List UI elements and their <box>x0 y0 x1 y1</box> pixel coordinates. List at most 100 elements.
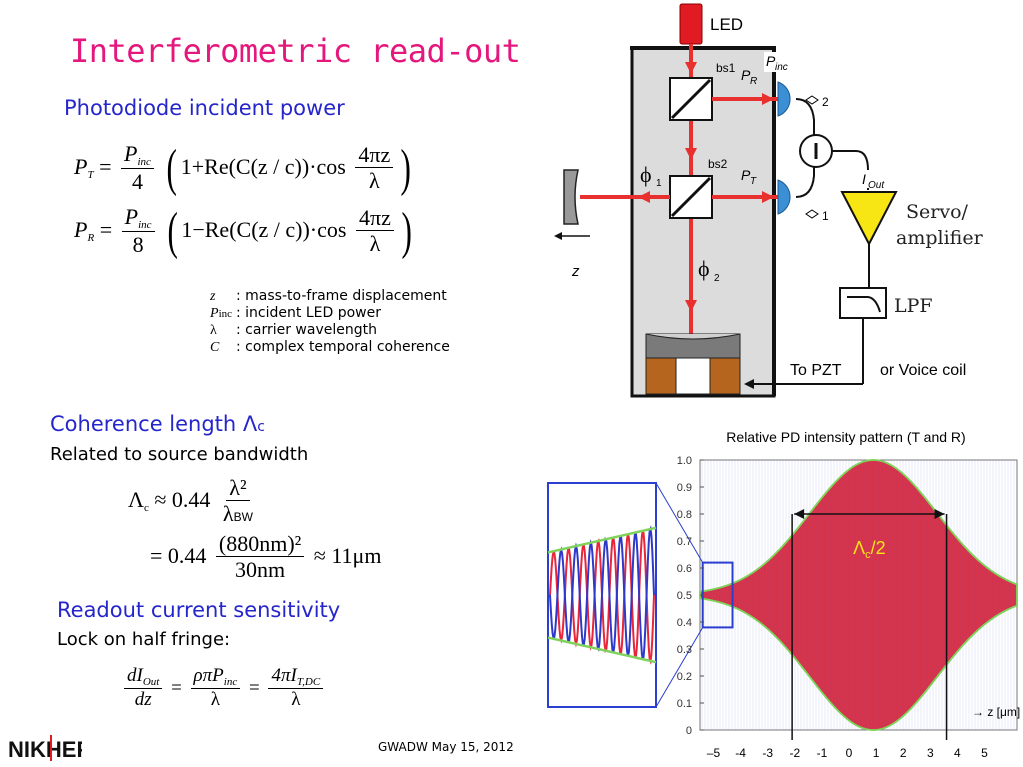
eq-pr-symbol: P <box>74 216 88 242</box>
eq-right-den: λ <box>291 689 301 711</box>
pzt-right <box>709 357 741 395</box>
phi2-label: ϕ <box>698 256 710 281</box>
y-tick-label: 0.2 <box>677 671 692 683</box>
y-tick-label: 0.8 <box>677 509 692 521</box>
p-t-label: P <box>741 167 751 183</box>
eq-pr-cos-num: 4πz <box>355 205 394 232</box>
eq-pt-fraction: Pinc 4 <box>121 141 154 195</box>
phi1-sub: 1 <box>656 178 662 189</box>
section-heading-readout: Readout current sensitivity <box>57 598 341 622</box>
annotation-sub: c <box>865 549 871 561</box>
mirror-left <box>563 169 579 225</box>
led-icon <box>679 3 703 45</box>
eq-pr-cos-fraction: 4πz λ <box>355 205 394 258</box>
eq-di-den: dz <box>134 689 152 711</box>
coherence-arrow-left <box>794 509 805 519</box>
definitions-list: z: mass-to-frame displacement Pinc: inci… <box>210 288 450 356</box>
definition-pinc: Pinc: incident LED power <box>210 305 450 322</box>
def-text: : carrier wavelength <box>236 322 377 338</box>
eq-mid-num: ρπP <box>193 665 224 686</box>
eq-pt-pinc-sub: inc <box>137 156 151 168</box>
def-symbol: P <box>210 306 219 321</box>
eq-pr-pinc-sub: inc <box>138 219 152 231</box>
eq-lc-num: λ² <box>226 475 250 502</box>
eq-right-num-sub: T,DC <box>296 676 321 688</box>
def-text: : incident LED power <box>236 305 381 321</box>
eq-pt-cos-num: 4πz <box>355 142 394 169</box>
coherence-heading-sub: c <box>257 419 265 435</box>
nikhef-logo: NIKHEF <box>6 733 90 767</box>
annotation-symbol: Λ <box>853 538 865 558</box>
def-symbol: C <box>210 340 220 355</box>
zoom-connector-bottom <box>655 627 704 708</box>
y-tick-label: 1.0 <box>677 455 692 467</box>
definition-lambda: λ : carrier wavelength <box>210 322 450 339</box>
equation-lc: Λc ≈ 0.44 λ² λBW <box>128 475 260 528</box>
x-tick-label: -1 <box>817 746 828 760</box>
def-symbol: z <box>210 289 216 304</box>
eq-pt-sub: T <box>87 168 94 181</box>
pd1-label: 1 <box>822 209 829 223</box>
eq-pt-pinc: P <box>124 141 138 166</box>
photodiode-1-icon <box>777 179 791 215</box>
phi2-sub: 2 <box>714 273 720 284</box>
eq-mid-den: λ <box>210 689 220 711</box>
x-tick-label: 2 <box>900 746 907 760</box>
def-symbol: λ <box>210 323 217 338</box>
eq-lc2-result: ≈ 11μm <box>313 542 382 568</box>
eq-lc2-den: 30nm <box>235 557 286 583</box>
led-label: LED <box>710 15 743 34</box>
eq-lc-lhs: Λ <box>128 486 144 512</box>
eq-lc2-fraction: (880nm)² 30nm <box>215 531 305 584</box>
bs2-label: bs2 <box>708 157 728 171</box>
zoom-inset <box>547 482 657 708</box>
annotation-suffix: /2 <box>871 538 886 558</box>
z-label: z <box>571 263 580 280</box>
p-r-sub: R <box>750 76 757 87</box>
eq-pt-denom: 4 <box>131 169 143 195</box>
eq-pr-cos-den: λ <box>369 231 381 257</box>
chart-plot-area: Λc/2 <box>547 459 1018 740</box>
p-inc-sub: inc <box>775 62 788 73</box>
eq-lc-coef: ≈ 0.44 <box>154 486 211 512</box>
eq-pt-cos-fraction: 4πz λ <box>355 142 394 195</box>
lpf-label: LPF <box>894 295 933 317</box>
servo-amplifier-icon <box>840 191 898 247</box>
p-inc-label: P <box>766 53 776 69</box>
footer-date: GWADW May 15, 2012 <box>378 740 514 754</box>
y-tick-label: 0.7 <box>677 536 692 548</box>
y-tick-label: 0.3 <box>677 644 692 656</box>
eq-di-fraction: dIOut dz <box>124 665 163 712</box>
equation-pt: PT = Pinc 4 (1+Re(C(z / c))·cos 4πz λ ) <box>74 139 412 197</box>
eq-right-fraction: 4πIT,DC λ <box>268 665 324 712</box>
x-label-arrow-icon: → <box>972 705 987 719</box>
x-tick-label: 1 <box>873 746 880 760</box>
eq-pr-inner: 1−Re(C(z / c))·cos <box>181 216 347 242</box>
y-tick-label: 0.4 <box>677 617 692 629</box>
x-tick-label: 3 <box>927 746 934 760</box>
coherence-heading-text: Coherence length Λ <box>50 412 258 436</box>
coherence-text: Related to source bandwidth <box>50 444 309 465</box>
eq-lc2-coef: = 0.44 <box>150 542 207 568</box>
voice-coil-label: or Voice coil <box>880 362 966 379</box>
x-tick-label: -3 <box>762 746 773 760</box>
lpf-curve-icon <box>847 296 881 313</box>
y-tick-label: 0.5 <box>677 590 692 602</box>
pzt-left <box>645 357 677 395</box>
section-heading-photodiode: Photodiode incident power <box>64 96 345 120</box>
section-heading-coherence: Coherence length Λc <box>50 412 265 436</box>
eq-di-num-sub: Out <box>142 676 160 688</box>
pd2-label: 2 <box>822 95 829 109</box>
coherence-annotation: Λc/2 <box>853 538 886 561</box>
chart-y-axis: 00.10.20.30.40.50.60.70.80.91.0 <box>677 455 704 737</box>
i-out-sub: Out <box>868 180 885 191</box>
zoom-connector-top <box>655 482 704 563</box>
equation-pr: PR = Pinc 8 (1−Re(C(z / c))·cos 4πz λ ) <box>74 202 412 260</box>
eq-di-num: dI <box>127 665 143 686</box>
page-title: Interferometric read-out <box>70 32 521 70</box>
mirror-bottom <box>645 333 741 340</box>
logo-text: NIKHEF <box>8 737 82 762</box>
eq-lc-lhs-sub: c <box>143 501 149 514</box>
photodiode-2-icon <box>777 81 791 117</box>
equation-lc-value: = 0.44 (880nm)² 30nm ≈ 11μm <box>150 531 382 584</box>
